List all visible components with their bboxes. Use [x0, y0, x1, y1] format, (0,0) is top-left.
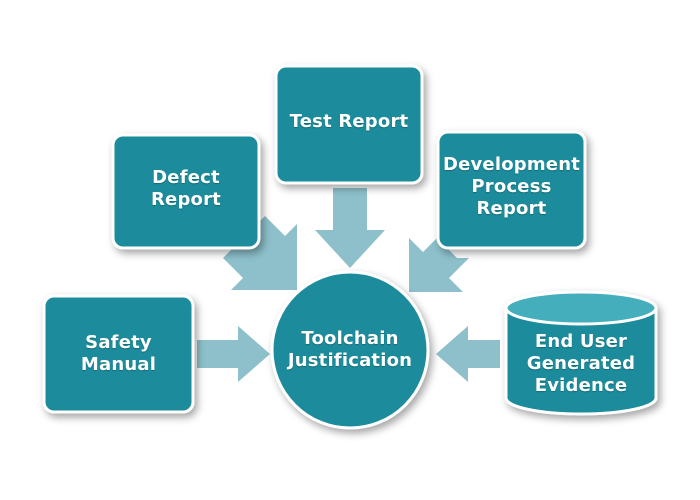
arrow-defect-report [223, 216, 297, 290]
arrow-test-report [315, 188, 385, 268]
arrow-development-report [409, 238, 469, 292]
box-defect-report [111, 133, 261, 250]
arrow-safety-manual [197, 326, 270, 382]
arrow-end-user-evidence [436, 326, 500, 382]
circle-toolchain-justification [270, 270, 430, 430]
box-development-report [436, 130, 587, 250]
box-safety-manual [42, 294, 195, 414]
cylinder-end-user-evidence [504, 290, 658, 416]
box-test-report [274, 64, 424, 185]
